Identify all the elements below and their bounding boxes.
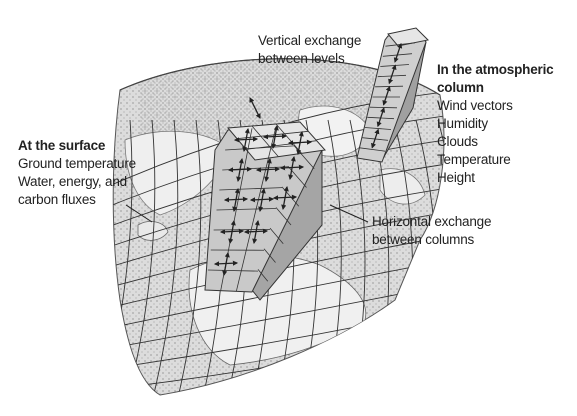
vertical-exchange-label: Vertical exchange between levels [258, 32, 361, 68]
atmospheric-column-label: In the atmospheric column Wind vectors H… [437, 61, 553, 187]
horizontal-exchange-label: Horizontal exchange between columns [372, 213, 491, 249]
atmospheric-item-wind: Wind vectors [437, 97, 553, 115]
surface-label: At the surface Ground temperature Water,… [18, 137, 136, 209]
vertical-exchange-line-2: between levels [258, 50, 361, 68]
atmospheric-item-temperature: Temperature [437, 151, 553, 169]
atmospheric-heading-line-2: column [437, 79, 553, 97]
surface-item-ground-temperature: Ground temperature [18, 155, 136, 173]
surface-item-water-energy: Water, energy, and [18, 173, 136, 191]
atmospheric-item-clouds: Clouds [437, 133, 553, 151]
surface-heading: At the surface [18, 137, 136, 155]
horizontal-exchange-line-2: between columns [372, 231, 491, 249]
surface-item-carbon-fluxes: carbon fluxes [18, 191, 136, 209]
vertical-exchange-line-1: Vertical exchange [258, 32, 361, 50]
horizontal-exchange-line-1: Horizontal exchange [372, 213, 491, 231]
atmospheric-item-humidity: Humidity [437, 115, 553, 133]
atmospheric-item-height: Height [437, 169, 553, 187]
atmospheric-heading-line-1: In the atmospheric [437, 61, 553, 79]
